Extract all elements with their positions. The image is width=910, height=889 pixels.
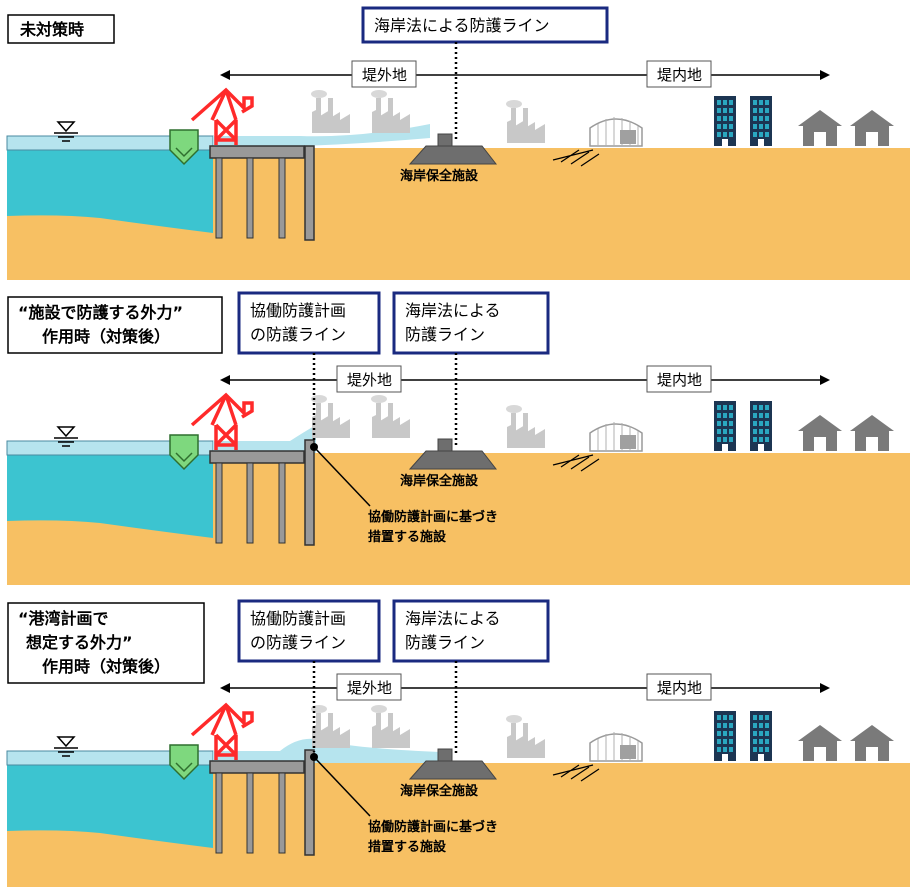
scenario-3-title-line-3: 作用時（対策後） <box>42 657 170 676</box>
scenario-2-coast-line-label-2: 防護ライン <box>405 325 485 344</box>
scenario-1-title: 未対策時 <box>19 20 84 39</box>
scenario-3-collab-facility-label-2: 措置する施設 <box>368 839 447 855</box>
scenario-1-facility-label: 海岸保全施設 <box>400 168 479 184</box>
scenario-2-collab-facility-label-2: 措置する施設 <box>368 529 447 545</box>
scenario-2-facility-label: 海岸保全施設 <box>400 473 479 489</box>
scenario-3-facility-label: 海岸保全施設 <box>400 783 479 799</box>
scenario-1-zone-outside: 堤外地 <box>362 66 407 84</box>
scenario-3-coast-line-label-1: 海岸法による <box>405 609 501 628</box>
scenario-2-title-line-1: “施設で防護する外力” <box>18 303 183 322</box>
scenario-2-coast-line-label-1: 海岸法による <box>405 301 501 320</box>
scenario-2-zone-inside: 堤内地 <box>657 371 702 389</box>
scenario-2-collab-facility-label-1: 協働防護計画に基づき <box>368 509 498 525</box>
scenario-3-collab-line-label-2: の防護ライン <box>250 633 346 652</box>
scenario-3-zone-outside: 堤外地 <box>347 679 392 697</box>
scenario-3-title-line-1: “港湾計画で <box>18 609 109 628</box>
scenario-3-title-line-2: 想定する外力” <box>25 633 133 652</box>
scenario-2: “施設で防護する外力” 作用時（対策後） 協働防護計画 の防護ライン 海岸法によ… <box>6 291 910 585</box>
scenario-2-collab-line-label-1: 協働防護計画 <box>250 301 346 320</box>
scenario-1-coast-line-label: 海岸法による防護ライン <box>374 16 550 35</box>
scenario-3-collab-line-label-1: 協働防護計画 <box>250 609 346 628</box>
scenario-2-collab-line-label-2: の防護ライン <box>250 325 346 344</box>
scenario-3-coast-line-label-2: 防護ライン <box>405 633 485 652</box>
scenario-2-zone-outside: 堤外地 <box>347 371 392 389</box>
scenario-1: 未対策時 海岸法による防護ライン 堤外地 堤内地 海岸保全施設 <box>6 6 910 280</box>
scenario-1-zone-inside: 堤内地 <box>657 66 702 84</box>
scenario-3-collab-facility-label-1: 協働防護計画に基づき <box>368 819 498 835</box>
scenario-3-zone-inside: 堤内地 <box>657 679 702 697</box>
scenario-3: “港湾計画で 想定する外力” 作用時（対策後） 協働防護計画 の防護ライン 海岸… <box>6 599 910 887</box>
scenario-2-title-line-2: 作用時（対策後） <box>42 327 170 346</box>
